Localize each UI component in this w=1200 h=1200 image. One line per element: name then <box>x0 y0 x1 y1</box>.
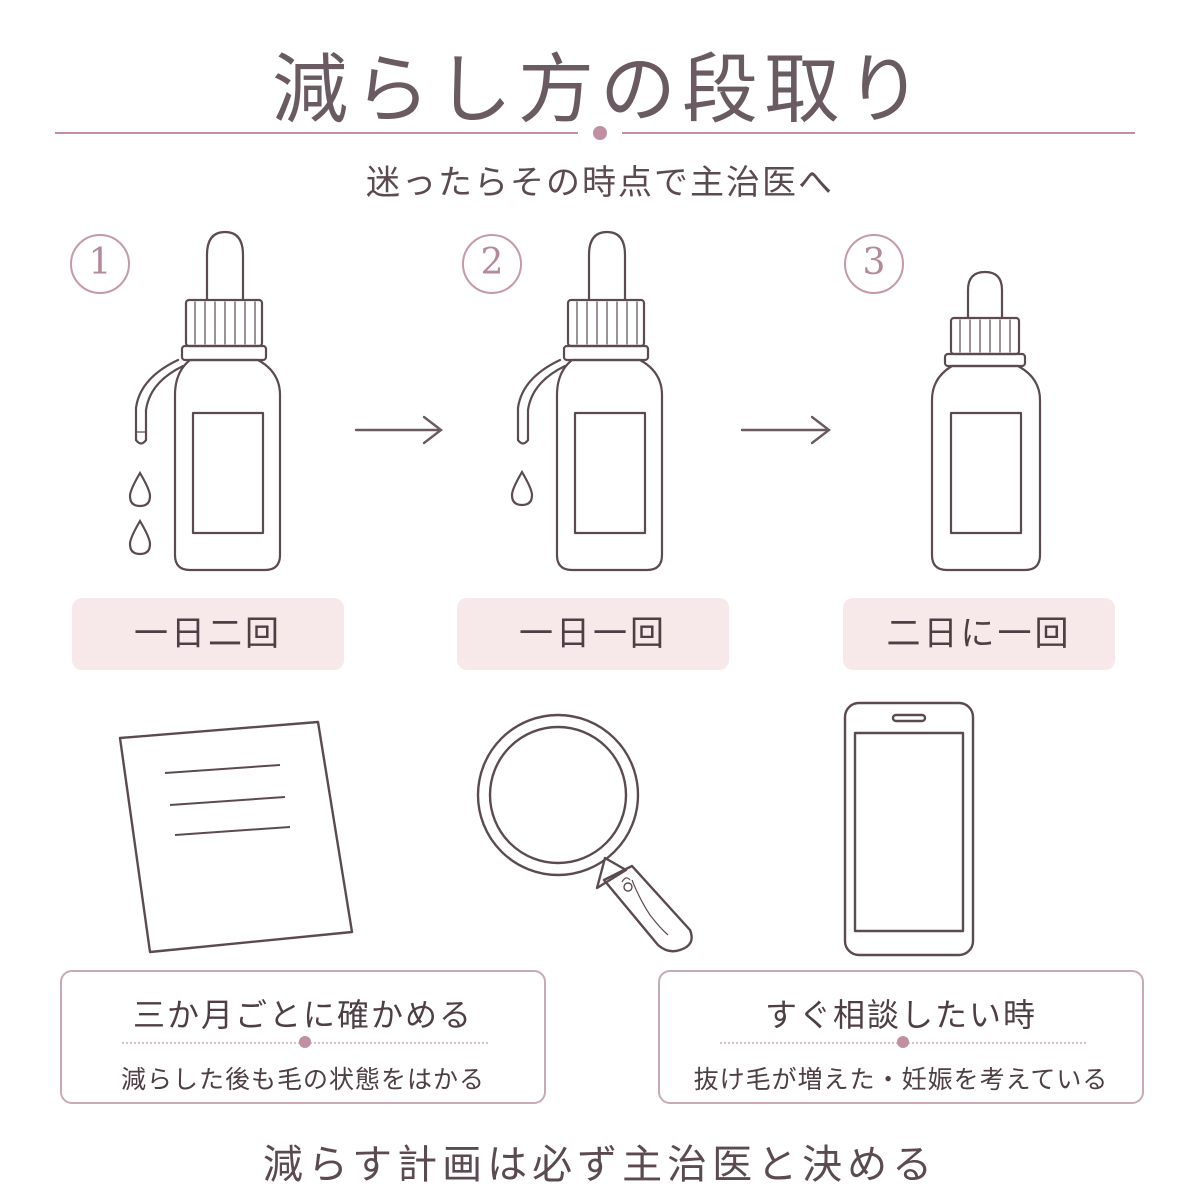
arrow-right-icon <box>354 415 443 445</box>
step-number-3: 3 <box>844 234 904 294</box>
card-dot <box>897 1036 909 1048</box>
dropper-bottle-icon <box>134 230 282 572</box>
footer-note: 減らす計画は必ず主治医と決める <box>262 1142 938 1188</box>
card-subtitle: 減らした後も毛の状態をはかる <box>120 1065 485 1094</box>
page-subtitle: 迷ったらその時点で主治医へ <box>366 163 834 203</box>
card-dot <box>299 1036 311 1048</box>
step-number-2: 2 <box>462 234 522 294</box>
drop-icon <box>510 469 534 507</box>
header-divider <box>55 126 1135 140</box>
frequency-label-3: 二日に一回 <box>843 598 1115 670</box>
check-card: 三か月ごとに確かめる 減らした後も毛の状態をはかる <box>60 970 546 1104</box>
card-title: 三か月ごとに確かめる <box>132 996 473 1034</box>
step-number-1: 1 <box>70 234 130 294</box>
smartphone-icon <box>843 701 975 957</box>
frequency-label-1: 一日二回 <box>72 598 344 670</box>
magnifying-glass-icon <box>476 713 693 953</box>
paper-document-icon <box>118 720 354 954</box>
page-title: 減らし方の段取り <box>272 45 928 134</box>
card-subtitle: 抜け毛が増えた・妊娠を考えている <box>693 1065 1109 1094</box>
frequency-label-2: 一日一回 <box>457 598 729 670</box>
arrow-right-icon <box>740 415 831 445</box>
consult-card: すぐ相談したい時 抜け毛が増えた・妊娠を考えている <box>658 970 1144 1104</box>
card-title: すぐ相談したい時 <box>764 996 1037 1034</box>
dropper-bottle-icon <box>930 270 1042 572</box>
drop-icon <box>128 470 152 556</box>
dropper-bottle-icon <box>516 230 664 572</box>
